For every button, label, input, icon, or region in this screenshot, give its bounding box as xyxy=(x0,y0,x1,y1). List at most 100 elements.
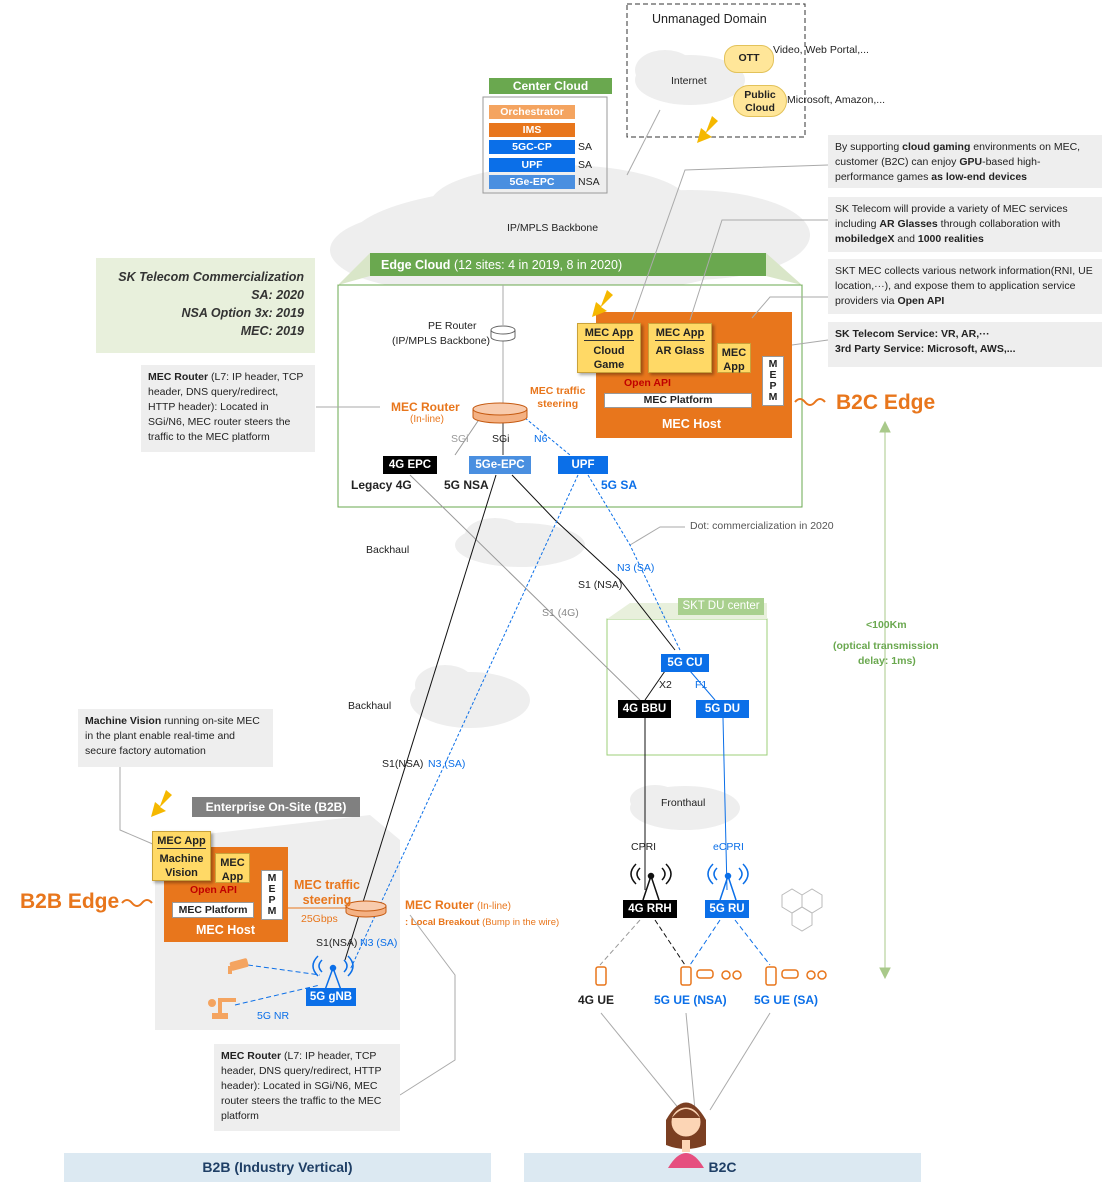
center-cloud-item: Orchestrator xyxy=(489,105,575,119)
gnb-antenna-icon xyxy=(312,955,354,991)
legacy-4g-label: Legacy 4G xyxy=(351,478,412,492)
edge-cloud-banner xyxy=(370,253,766,276)
unmanaged-domain-box xyxy=(626,3,806,138)
5g-nr-label: 5G NR xyxy=(257,1010,290,1022)
enterprise-router-icon xyxy=(345,900,387,918)
open-api-label: Open API xyxy=(624,377,671,389)
ue-4g-label: 4G UE xyxy=(578,993,615,1007)
distance-label: <100Km xyxy=(866,619,907,631)
enterprise-open-api: Open API xyxy=(190,884,237,896)
mec-router-label: MEC Router xyxy=(391,400,460,414)
enterprise-host-label: MEC Host xyxy=(196,923,256,937)
center-cloud-box xyxy=(482,96,608,194)
gbps-label: 25Gbps xyxy=(301,913,338,925)
du-center-title: SKT DU center xyxy=(678,598,764,615)
mec-router-inline: (In-line) xyxy=(410,414,444,425)
ue-5g-nsa-label: 5G UE (NSA) xyxy=(654,993,727,1007)
ru-5g-node: 5G RU xyxy=(705,900,749,918)
public-cloud-desc: Microsoft, Amazon,... xyxy=(787,94,886,106)
pe-router-sub: (IP/MPLS Backbone) xyxy=(392,335,491,347)
mec-router-note-bottom: MEC Router (L7: IP header, TCP header, D… xyxy=(214,1044,400,1131)
backhaul-label-2: Backhaul xyxy=(348,700,392,712)
cloud-gaming-note: By supporting cloud gaming environments … xyxy=(828,135,1102,188)
fronthaul-cloud xyxy=(630,785,740,830)
public-cloud-line1: Public xyxy=(744,89,776,101)
ru-antenna-icon xyxy=(707,863,749,901)
phone-icon xyxy=(765,966,777,986)
x2-label: X2 xyxy=(659,679,672,691)
n6-label: N6 xyxy=(534,433,548,445)
center-cloud-item: UPF xyxy=(489,157,575,172)
footer-b2c: B2C xyxy=(708,1159,737,1175)
pe-router-label: PE Router xyxy=(428,320,477,332)
enterprise-platform-bar: MEC Platform xyxy=(172,902,254,918)
local-breakout-label: : Local Breakout (Bump in the wire) xyxy=(405,917,560,928)
network-info-note: SKT MEC collects various network informa… xyxy=(828,259,1102,314)
mec-router-note-top: MEC Router (L7: IP header, TCP header, D… xyxy=(141,365,315,452)
s1-4g-label: S1 (4G) xyxy=(542,607,579,619)
du-center-box xyxy=(606,618,768,756)
phone-icon xyxy=(680,966,692,986)
internet-cloud xyxy=(635,50,745,105)
machine-vision-note: Machine Vision running on-site MEC in th… xyxy=(78,709,273,767)
b2c-edge-label: B2C Edge xyxy=(836,391,936,414)
enterprise-s1-nsa: S1(NSA) xyxy=(316,937,358,949)
services-line2: 3rd Party Service: Microsoft, AWS,... xyxy=(835,343,1016,355)
epc-5g-node: 5Ge-EPC xyxy=(469,456,531,474)
services-note: SK Telecom Service: VR, AR,··· 3rd Party… xyxy=(828,322,1102,367)
bbu-4g-node: 4G BBU xyxy=(618,700,671,718)
upf-node: UPF xyxy=(558,456,608,474)
backbone-label: IP/MPLS Backbone xyxy=(507,222,599,234)
n3-sa-label-b: N3 (SA) xyxy=(428,758,466,770)
footer-b2b-bg xyxy=(64,1153,491,1182)
public-cloud-line2: Cloud xyxy=(745,102,775,114)
ue-5g-sa-label: 5G UE (SA) xyxy=(754,993,819,1007)
arrow-icon xyxy=(592,290,613,317)
sgi-label-2: SGi xyxy=(492,433,510,445)
n3-sa-label: N3 (SA) xyxy=(617,562,655,574)
vr-headset-icon xyxy=(781,969,799,979)
b2c-squiggle xyxy=(794,398,826,406)
cctv-camera-icon xyxy=(228,958,249,974)
distance-arrow xyxy=(879,420,891,980)
center-cloud-item: 5GC-CP xyxy=(489,140,575,154)
public-cloud: Public Cloud xyxy=(733,85,787,117)
optical-label-1: (optical transmission xyxy=(833,640,939,652)
f1-label: F1 xyxy=(695,679,708,691)
rrh-4g-node: 4G RRH xyxy=(623,900,677,918)
mec-host-label: MEC Host xyxy=(662,417,722,431)
enterprise-router-label: MEC Router (In-line) xyxy=(405,898,511,912)
center-cloud-item-note: SA xyxy=(578,141,593,153)
backhaul-cloud-2 xyxy=(410,665,530,728)
rrh-antenna-icon xyxy=(630,863,672,901)
hexagon-icon xyxy=(781,888,823,932)
footer-b2c-bg xyxy=(524,1153,921,1182)
internet-label: Internet xyxy=(671,75,707,87)
epc-4g-node: 4G EPC xyxy=(383,456,437,474)
b2b-squiggle xyxy=(121,899,153,907)
pe-router-icon xyxy=(490,325,516,342)
center-cloud-item-note: SA xyxy=(578,158,593,171)
enterprise-title: Enterprise On-Site (B2B) xyxy=(192,797,360,817)
footer-b2b: B2B (Industry Vertical) xyxy=(202,1159,353,1175)
cu-5g-node: 5G CU xyxy=(661,654,709,672)
sgi-label-1: SGi xyxy=(451,433,469,445)
vr-headset-icon xyxy=(696,969,714,979)
arrow-icon xyxy=(697,116,718,143)
center-cloud-title: Center Cloud xyxy=(489,78,612,94)
5g-nsa-label: 5G NSA xyxy=(444,478,489,492)
ott-cloud: OTT xyxy=(724,45,774,73)
ar-glasses-note: SK Telecom will provide a variety of MEC… xyxy=(828,197,1102,252)
commercialization-sa: SA: 2020 xyxy=(251,288,304,302)
5g-sa-label: 5G SA xyxy=(601,478,638,492)
glasses-icon xyxy=(806,970,827,980)
s1-nsa-label-b: S1(NSA) xyxy=(382,758,424,770)
center-cloud-item-note: NSA xyxy=(578,176,600,188)
cpri-label: CPRI xyxy=(631,841,657,853)
ott-desc: Video, Web Portal,... xyxy=(773,44,869,56)
du-5g-node: 5G DU xyxy=(696,700,749,718)
s1-nsa-label: S1 (NSA) xyxy=(578,579,623,591)
